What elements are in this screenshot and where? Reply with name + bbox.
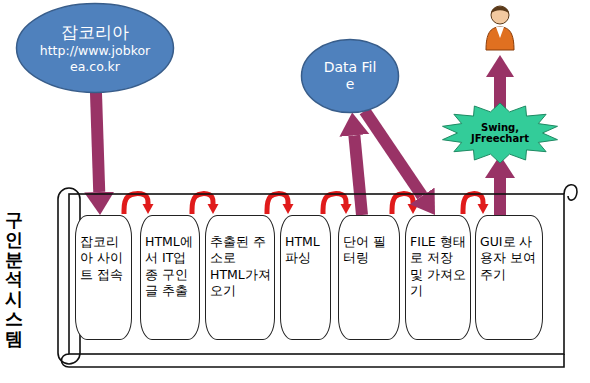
site-ellipse: 잡코리아http://www.jobkorea.co.kr bbox=[15, 2, 175, 94]
user-icon bbox=[486, 6, 514, 50]
process-box: HTML 파싱 bbox=[280, 215, 331, 340]
flow-arc bbox=[124, 194, 148, 214]
block-arrow bbox=[96, 92, 99, 192]
user-body bbox=[486, 27, 514, 50]
starburst-fill bbox=[443, 103, 558, 163]
ellipse-fill bbox=[302, 40, 399, 113]
node-text: http://www.jobkorea.co.kr bbox=[37, 43, 153, 74]
process-box: 단어 필터링 bbox=[338, 215, 400, 340]
process-box: GUI로 사용자 보여주기 bbox=[475, 215, 543, 340]
node-text: 단어 필터링 bbox=[343, 234, 396, 267]
scroll-bottom bbox=[62, 354, 565, 367]
scroll-body bbox=[69, 194, 564, 354]
node-text: Data File bbox=[322, 59, 378, 94]
node-text: HTML에서 IT업종 구인글 추출 bbox=[145, 234, 196, 299]
block-arrow bbox=[494, 178, 506, 215]
user-hair bbox=[491, 7, 509, 15]
user-head bbox=[491, 6, 509, 24]
flow-arc bbox=[323, 194, 346, 214]
flow-arc bbox=[392, 194, 413, 214]
data-file-ellipse: Data File bbox=[300, 38, 400, 114]
flow-arc bbox=[463, 194, 483, 214]
library-starburst: Swing, JFreechart bbox=[440, 102, 560, 164]
flow-arc bbox=[267, 194, 288, 214]
text-wrap: Data File bbox=[300, 38, 400, 114]
process-box: HTML에서 IT업종 구인글 추출 bbox=[140, 215, 200, 340]
user-collar bbox=[496, 27, 504, 38]
node-text: GUI로 사용자 보여주기 bbox=[480, 234, 539, 283]
system-title: 구인분석시스템 bbox=[5, 210, 23, 349]
node-text: Swing, JFreechart bbox=[452, 122, 548, 145]
node-text: HTML 파싱 bbox=[285, 234, 327, 267]
process-box: 추출된 주소로 HTML가져오기 bbox=[205, 215, 275, 340]
arrow-head bbox=[486, 55, 514, 77]
system-scroll: 구인분석시스템잡코리아 사이트 접속HTML에서 IT업종 구인글 추출추출된 … bbox=[55, 180, 580, 370]
node-text: 잡코리아 bbox=[61, 22, 129, 43]
text-wrap: 잡코리아http://www.jobkorea.co.kr bbox=[15, 2, 175, 94]
process-box: FILE 형태로 저장 및 가져오기 bbox=[405, 215, 471, 340]
node-text: 잡코리아 사이트 접속 bbox=[80, 234, 128, 283]
block-arrow bbox=[354, 135, 362, 215]
ellipse-fill bbox=[17, 4, 174, 93]
user-arrow bbox=[486, 55, 514, 110]
flow-arc bbox=[192, 194, 213, 214]
process-box: 잡코리아 사이트 접속 bbox=[75, 215, 132, 340]
block-arrow bbox=[365, 111, 422, 196]
node-text: FILE 형태로 저장 및 가져오기 bbox=[410, 234, 467, 299]
scroll-curl bbox=[564, 185, 577, 200]
node-text: 추출된 주소로 HTML가져오기 bbox=[210, 234, 271, 299]
text-wrap: Swing, JFreechart bbox=[440, 102, 560, 164]
